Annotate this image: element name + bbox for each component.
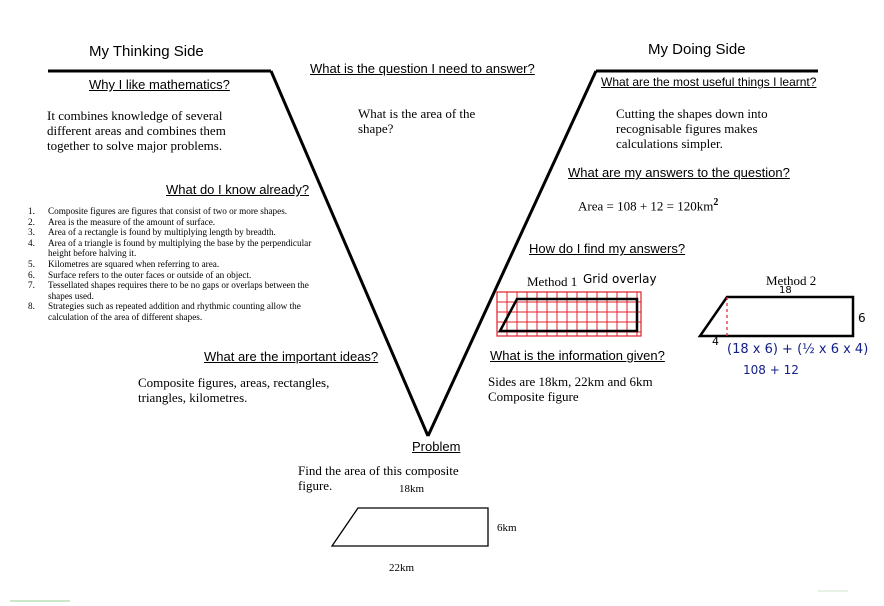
thinking-side-title: My Thinking Side — [89, 43, 204, 60]
info-given-line1: Sides are 18km, 22km and 6km — [488, 374, 653, 389]
method2-result: 108 + 12 — [743, 363, 799, 377]
problem-text: Find the area of this composite figure. — [298, 463, 459, 493]
method2-label: Method 2 — [766, 273, 817, 288]
important-ideas-answer: Composite figures, areas, rectangles, tr… — [138, 375, 330, 405]
method2-right-dim: 6 — [858, 311, 866, 325]
doing-side-title: My Doing Side — [648, 41, 746, 58]
question-answer-text: What is the area of the shape? — [358, 106, 476, 136]
q-know-already: What do I know already? — [166, 182, 310, 197]
q-info-given: What is the information given? — [490, 348, 665, 363]
figure-bottom-label: 22km — [389, 562, 415, 574]
figure-top-label: 18km — [399, 483, 425, 495]
v-left-arm — [269, 70, 430, 437]
q-important-ideas: What are the important ideas? — [204, 349, 379, 364]
q-question-answer: What is the question I need to answer? — [310, 61, 535, 76]
method1-handwritten: Grid overlay — [583, 272, 657, 286]
list-item: 7.Tessellated shapes requires there to b… — [28, 280, 309, 301]
list-item: 2.Area is the measure of the amount of s… — [28, 216, 216, 227]
problem-figure — [330, 507, 489, 547]
know-list: 1.Composite figures are figures that con… — [28, 206, 318, 323]
list-item: 1.Composite figures are figures that con… — [28, 206, 288, 216]
method2-formula: (18 x 6) + (½ x 6 x 4) — [727, 342, 869, 357]
list-item: 3.Area of a rectangle is found by multip… — [28, 227, 276, 238]
list-item: 5.Kilometres are squared when referring … — [28, 258, 220, 269]
method1-label: Method 1 — [527, 274, 578, 289]
info-given-line2: Composite figure — [488, 389, 579, 404]
list-item: 4.Area of a triangle is found by multipl… — [28, 237, 312, 259]
area-equation: Area = 108 + 12 = 120km2 — [578, 197, 719, 214]
method2-left-dim: 4 — [712, 335, 719, 348]
grid-overlay — [496, 291, 642, 337]
q-why-like: Why I like mathematics? — [89, 77, 230, 92]
q-how-find: How do I find my answers? — [529, 241, 686, 256]
figure-right-label: 6km — [497, 522, 517, 534]
q-problem: Problem — [412, 439, 461, 454]
method2-top-dim: 18 — [779, 285, 792, 296]
q-useful-things: What are the most useful things I learnt… — [601, 75, 817, 89]
list-item: 6.Surface refers to the outer faces or o… — [28, 269, 252, 280]
q-answers: What are my answers to the question? — [568, 165, 790, 180]
why-like-answer: It combines knowledge of several differe… — [47, 108, 226, 153]
useful-things-answer: Cutting the shapes down into recognisabl… — [616, 106, 768, 151]
list-item: 8.Strategies such as repeated addition a… — [28, 301, 301, 322]
v-right-arm — [426, 70, 598, 437]
method2-shape — [697, 295, 855, 338]
